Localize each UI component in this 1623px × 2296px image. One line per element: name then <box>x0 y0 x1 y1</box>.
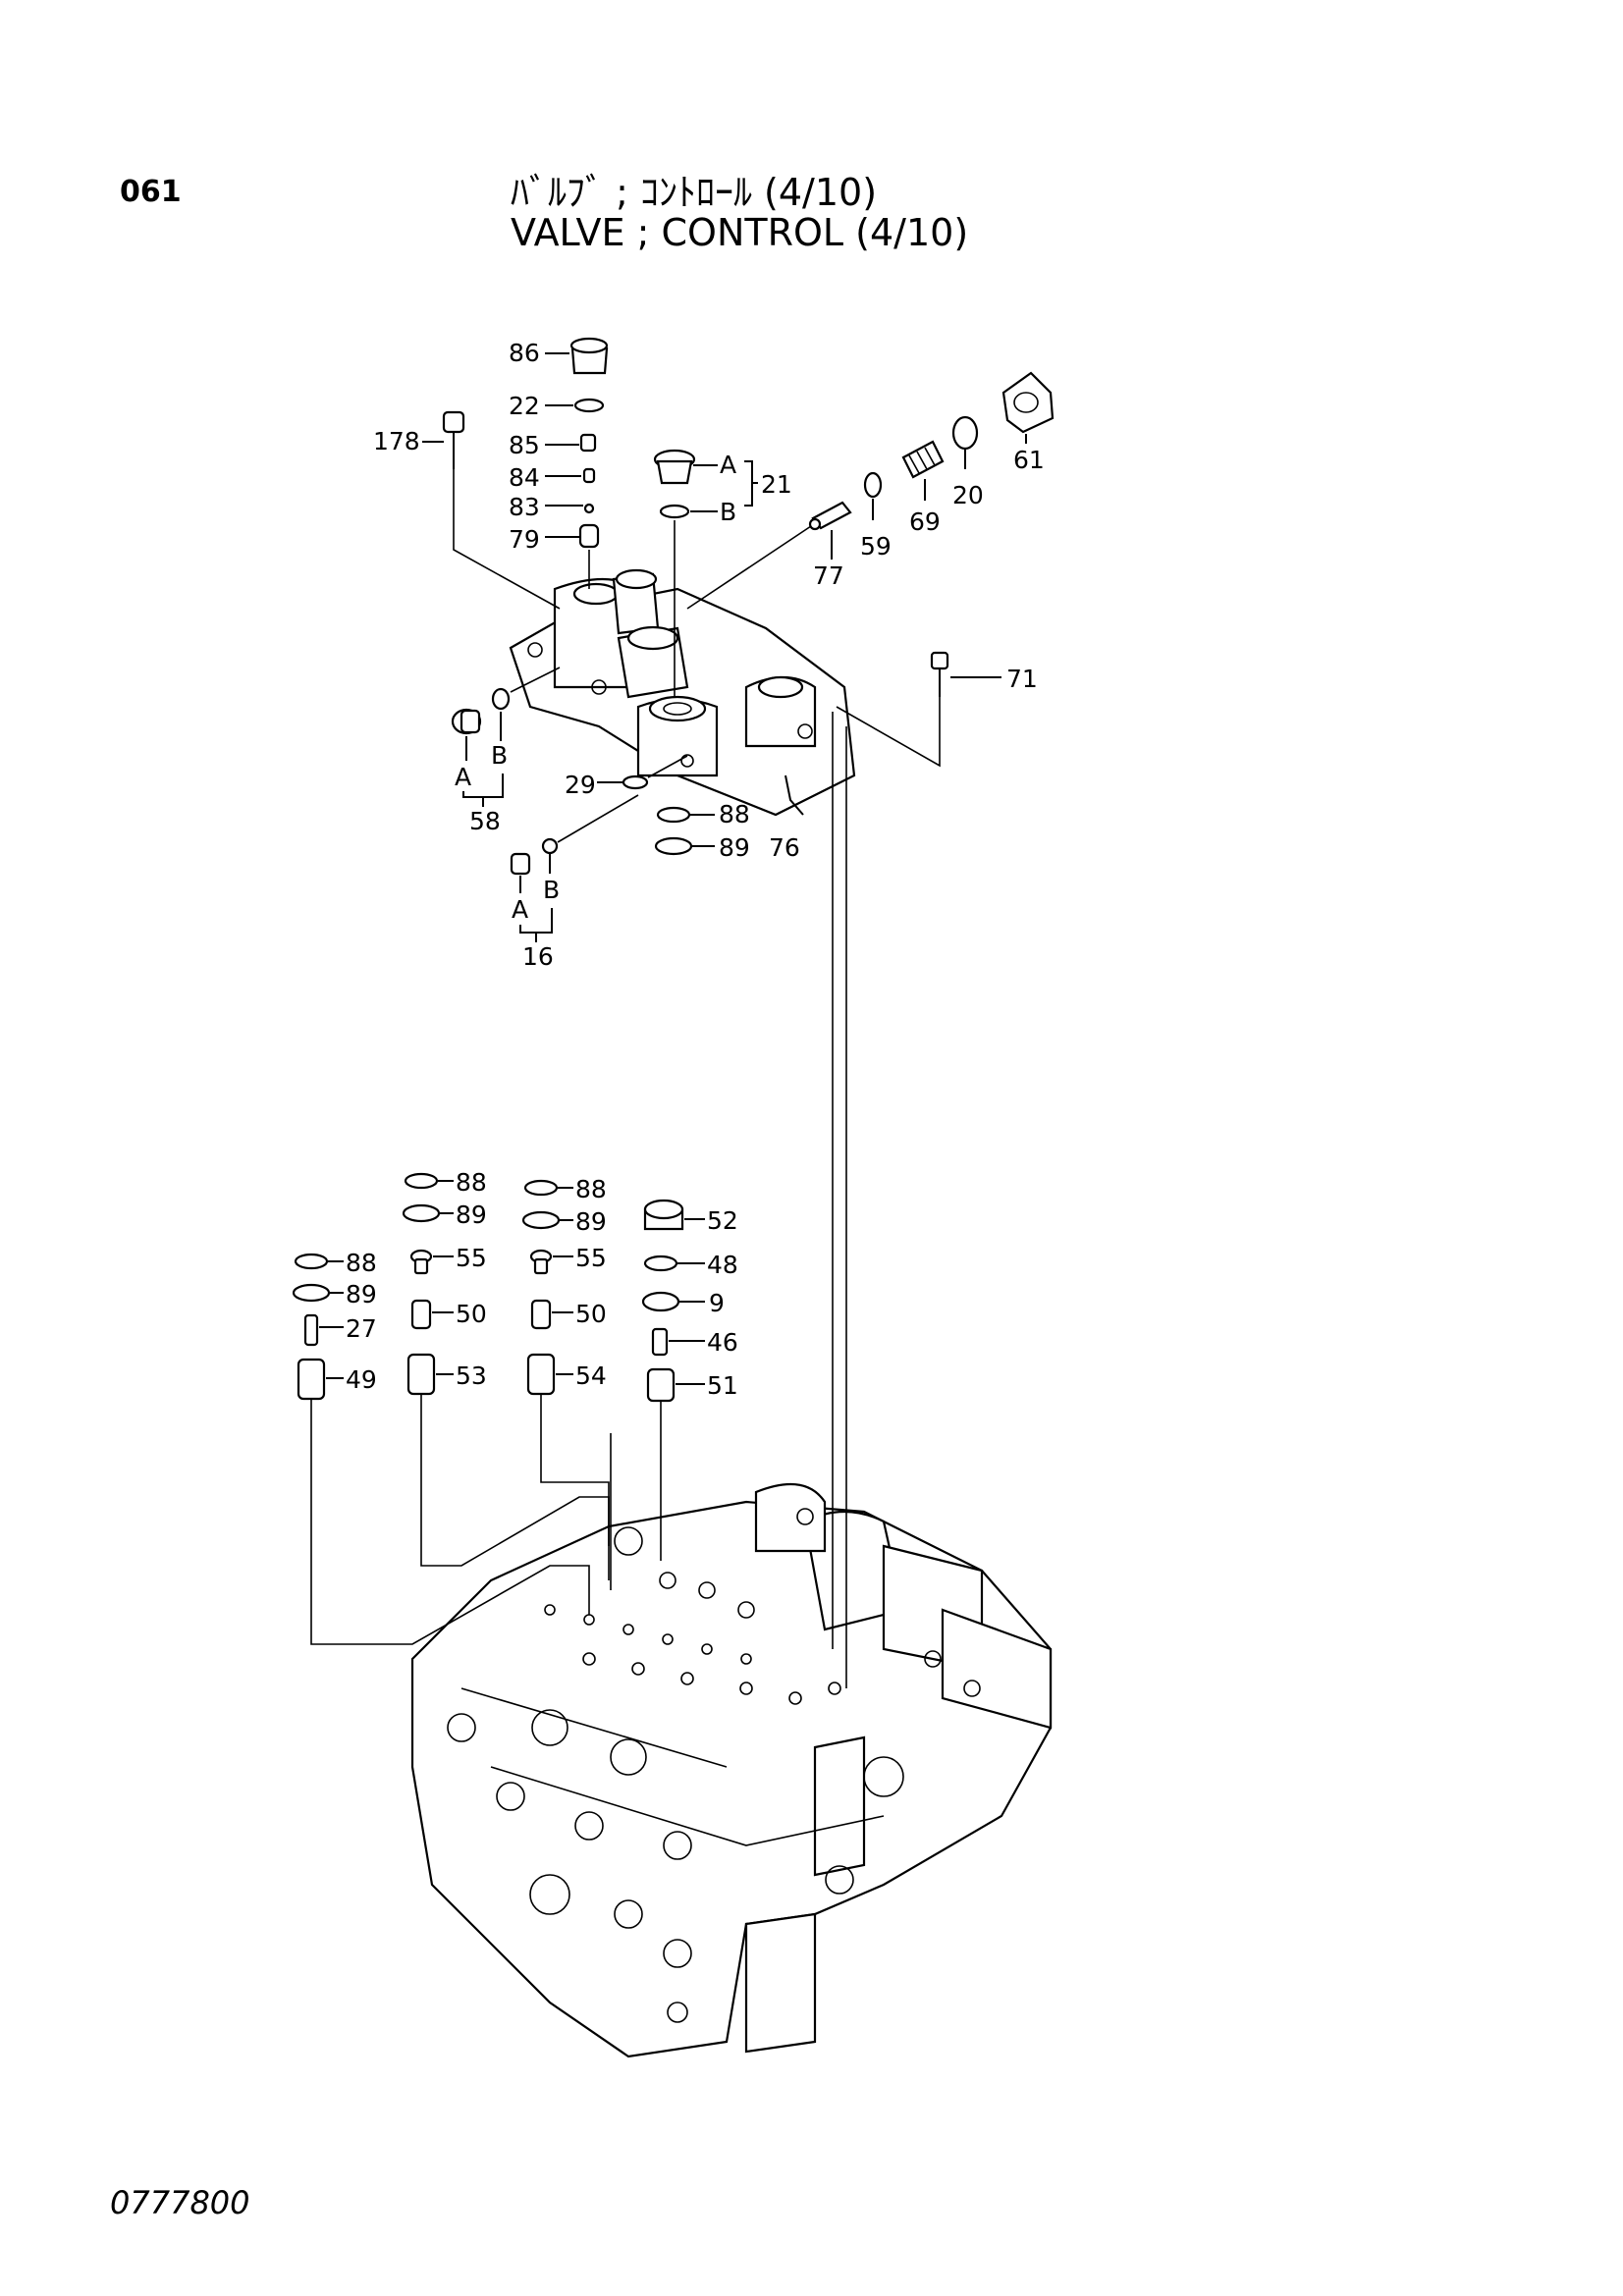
col2-o-ring-89-icon <box>402 1203 441 1223</box>
poppet-77-icon <box>808 501 852 531</box>
col3-callout-50: 50 <box>575 1300 607 1328</box>
cover-body-76 <box>509 568 856 817</box>
callout-178: 178 <box>373 427 420 455</box>
col2-callout-53: 53 <box>456 1362 487 1390</box>
col1-plug-49-icon <box>297 1358 326 1401</box>
bolt-178-icon <box>442 410 465 469</box>
callout-86: 86 <box>509 339 540 367</box>
col3-o-ring-88-icon <box>523 1179 559 1197</box>
col4-cap-52-icon <box>643 1199 684 1231</box>
plug-61-icon <box>1001 371 1055 434</box>
callout-58: 58 <box>469 807 501 835</box>
col3-plug-54-icon <box>526 1353 556 1396</box>
plug-86-icon <box>569 337 609 375</box>
callout-58-a: A <box>455 763 471 791</box>
col4-callout-46: 46 <box>707 1328 738 1357</box>
callout-83: 83 <box>509 493 540 521</box>
callout-84: 84 <box>509 463 540 492</box>
drawing-number: 0777800 <box>110 2184 250 2221</box>
col4-callout-52: 52 <box>707 1206 738 1235</box>
plug-58a-icon <box>451 708 482 735</box>
callout-16-a: A <box>512 895 528 924</box>
washer-59-icon <box>863 471 883 499</box>
col4-callout-48: 48 <box>707 1251 738 1279</box>
callout-21-b: B <box>720 498 736 526</box>
callout-69: 69 <box>909 507 941 536</box>
spring-69-icon <box>901 440 945 479</box>
callout-20: 20 <box>952 481 984 509</box>
callout-58-b: B <box>491 741 508 770</box>
callout-21-a: A <box>720 451 736 479</box>
col4-spring-46-icon <box>651 1327 669 1357</box>
ball-83-icon <box>583 503 595 514</box>
o-ring-88-top-icon <box>656 806 691 824</box>
col2-callout-55: 55 <box>456 1244 487 1272</box>
col4-o-ring-9-icon <box>641 1291 680 1312</box>
col1-o-ring-88-icon <box>294 1253 329 1270</box>
col2-spring-50-icon <box>410 1299 432 1330</box>
page-title-english: VALVE ; CONTROL (4/10) <box>511 211 969 254</box>
col3-callout-55: 55 <box>575 1244 607 1272</box>
spring-85-icon <box>579 433 597 453</box>
main-valve-body <box>410 1482 1053 2058</box>
o-ring-21b-icon <box>659 504 690 519</box>
plug-16a-icon <box>510 852 531 876</box>
col1-spring-27-icon <box>303 1313 319 1347</box>
callout-61: 61 <box>1013 446 1045 474</box>
callout-71: 71 <box>1006 665 1038 693</box>
col3-callout-89: 89 <box>575 1207 607 1236</box>
col4-plug-51-icon <box>646 1367 676 1403</box>
callout-16: 16 <box>522 942 554 971</box>
col1-o-ring-89-icon <box>292 1283 331 1303</box>
col3-spring-50-icon <box>530 1299 552 1330</box>
o-ring-29-icon <box>622 774 649 790</box>
col4-callout-51: 51 <box>707 1371 738 1400</box>
plug-21a-icon <box>653 449 696 485</box>
callout-22: 22 <box>509 392 540 420</box>
o-ring-58b-icon <box>491 687 511 711</box>
col2-plug-53-icon <box>406 1353 436 1396</box>
callout-29: 29 <box>565 771 596 799</box>
col2-spool-55-icon <box>409 1249 433 1275</box>
page-title-japanese: ﾊﾞﾙﾌﾞ ; ｺﾝﾄﾛｰﾙ (4/10) <box>511 171 878 214</box>
page-code: 061 <box>120 175 182 209</box>
o-ring-22-icon <box>573 398 605 413</box>
col3-callout-54: 54 <box>575 1362 607 1390</box>
callout-89-top: 89 <box>719 833 750 862</box>
o-ring-16b-icon <box>541 837 559 855</box>
o-ring-89-top-icon <box>654 836 693 856</box>
callout-79: 79 <box>509 525 540 554</box>
callout-77: 77 <box>813 561 844 590</box>
callout-59: 59 <box>860 532 892 561</box>
col3-spool-55-icon <box>529 1249 553 1275</box>
col3-callout-88: 88 <box>575 1175 607 1203</box>
callout-16-b: B <box>543 876 560 904</box>
poppet-84-icon <box>582 467 596 484</box>
col1-callout-89: 89 <box>346 1280 377 1308</box>
callout-85: 85 <box>509 431 540 459</box>
col2-o-ring-88-icon <box>404 1172 439 1190</box>
col2-callout-89: 89 <box>456 1201 487 1229</box>
col4-o-ring-48-icon <box>643 1255 678 1272</box>
bolt-71-icon <box>930 651 949 697</box>
callout-21: 21 <box>761 470 792 499</box>
col2-callout-88: 88 <box>456 1168 487 1197</box>
col4-callout-9: 9 <box>709 1289 725 1317</box>
col3-o-ring-89-icon <box>521 1210 561 1230</box>
callout-76: 76 <box>769 833 800 862</box>
callout-88-top: 88 <box>719 800 750 828</box>
seat-79-icon <box>578 523 600 549</box>
col2-callout-50: 50 <box>456 1300 487 1328</box>
col1-callout-88: 88 <box>346 1249 377 1277</box>
col1-callout-27: 27 <box>346 1314 377 1343</box>
o-ring-20-icon <box>951 415 979 451</box>
col1-callout-49: 49 <box>346 1365 377 1394</box>
